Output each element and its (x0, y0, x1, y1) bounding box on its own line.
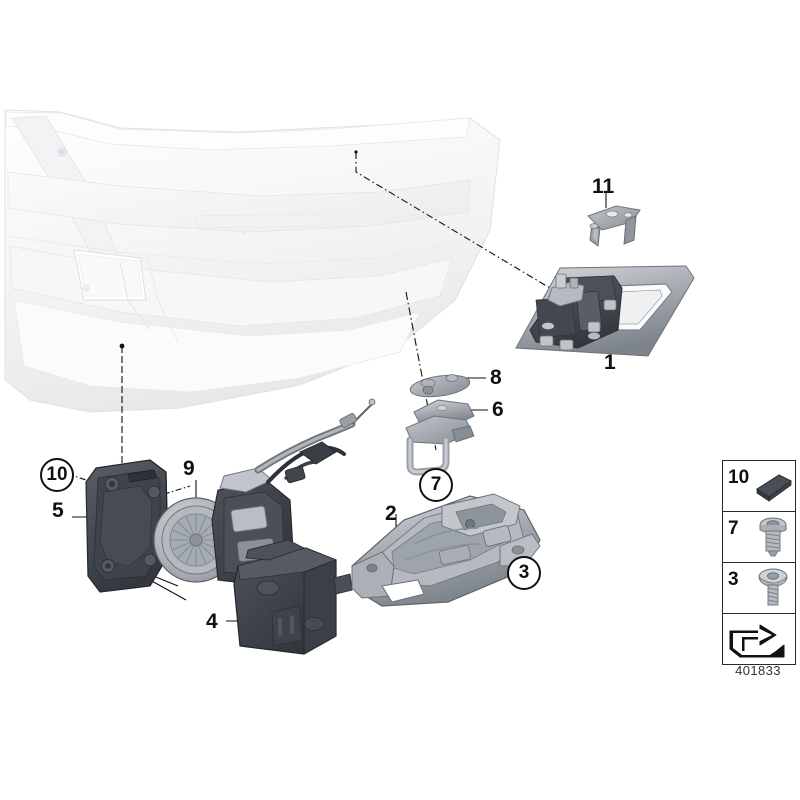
part-label-5: 5 (52, 499, 64, 522)
legend-panel: 10 7 3 (722, 460, 796, 665)
legend-cell-arrow (723, 614, 795, 664)
part-2-tailgate-lock-latch (351, 493, 541, 607)
part-label-9: 9 (183, 457, 195, 480)
part-11-retaining-clip (587, 205, 641, 247)
part-9-spindle-drive-actuator (153, 398, 376, 587)
callout-circle-3: 3 (507, 556, 541, 590)
callout-circle-10: 10 (40, 458, 74, 492)
part-5-drive-housing-cover (85, 459, 169, 593)
part-1-tailgate-handle-light-unit (515, 265, 695, 357)
legend-number-7: 7 (728, 518, 739, 539)
part-label-11: 11 (592, 175, 615, 198)
legend-number-3: 3 (728, 569, 739, 590)
arrow-direction-icon (729, 624, 785, 658)
diagram-id-label: 401833 (735, 663, 781, 678)
part-label-8: 8 (490, 366, 502, 389)
legend-cell-7: 7 (723, 512, 795, 563)
legend-cell-3: 3 (723, 563, 795, 614)
striker-loop-assembly (405, 415, 475, 476)
part-label-2: 2 (385, 502, 397, 525)
part-4-control-module (233, 539, 353, 655)
part-8-striker-cover-plate (409, 374, 471, 398)
hex-head-bolt-icon (759, 517, 787, 557)
part-label-1: 1 (604, 351, 616, 374)
pan-head-screw-icon (758, 568, 788, 606)
rubber-pad-icon (756, 474, 792, 502)
callout-circle-7: 7 (419, 468, 453, 502)
vehicle-tailgate-body (4, 109, 501, 413)
part-label-6: 6 (492, 398, 504, 421)
part-label-4: 4 (206, 610, 218, 633)
legend-number-10: 10 (728, 467, 750, 488)
legend-cell-10: 10 (723, 461, 795, 512)
